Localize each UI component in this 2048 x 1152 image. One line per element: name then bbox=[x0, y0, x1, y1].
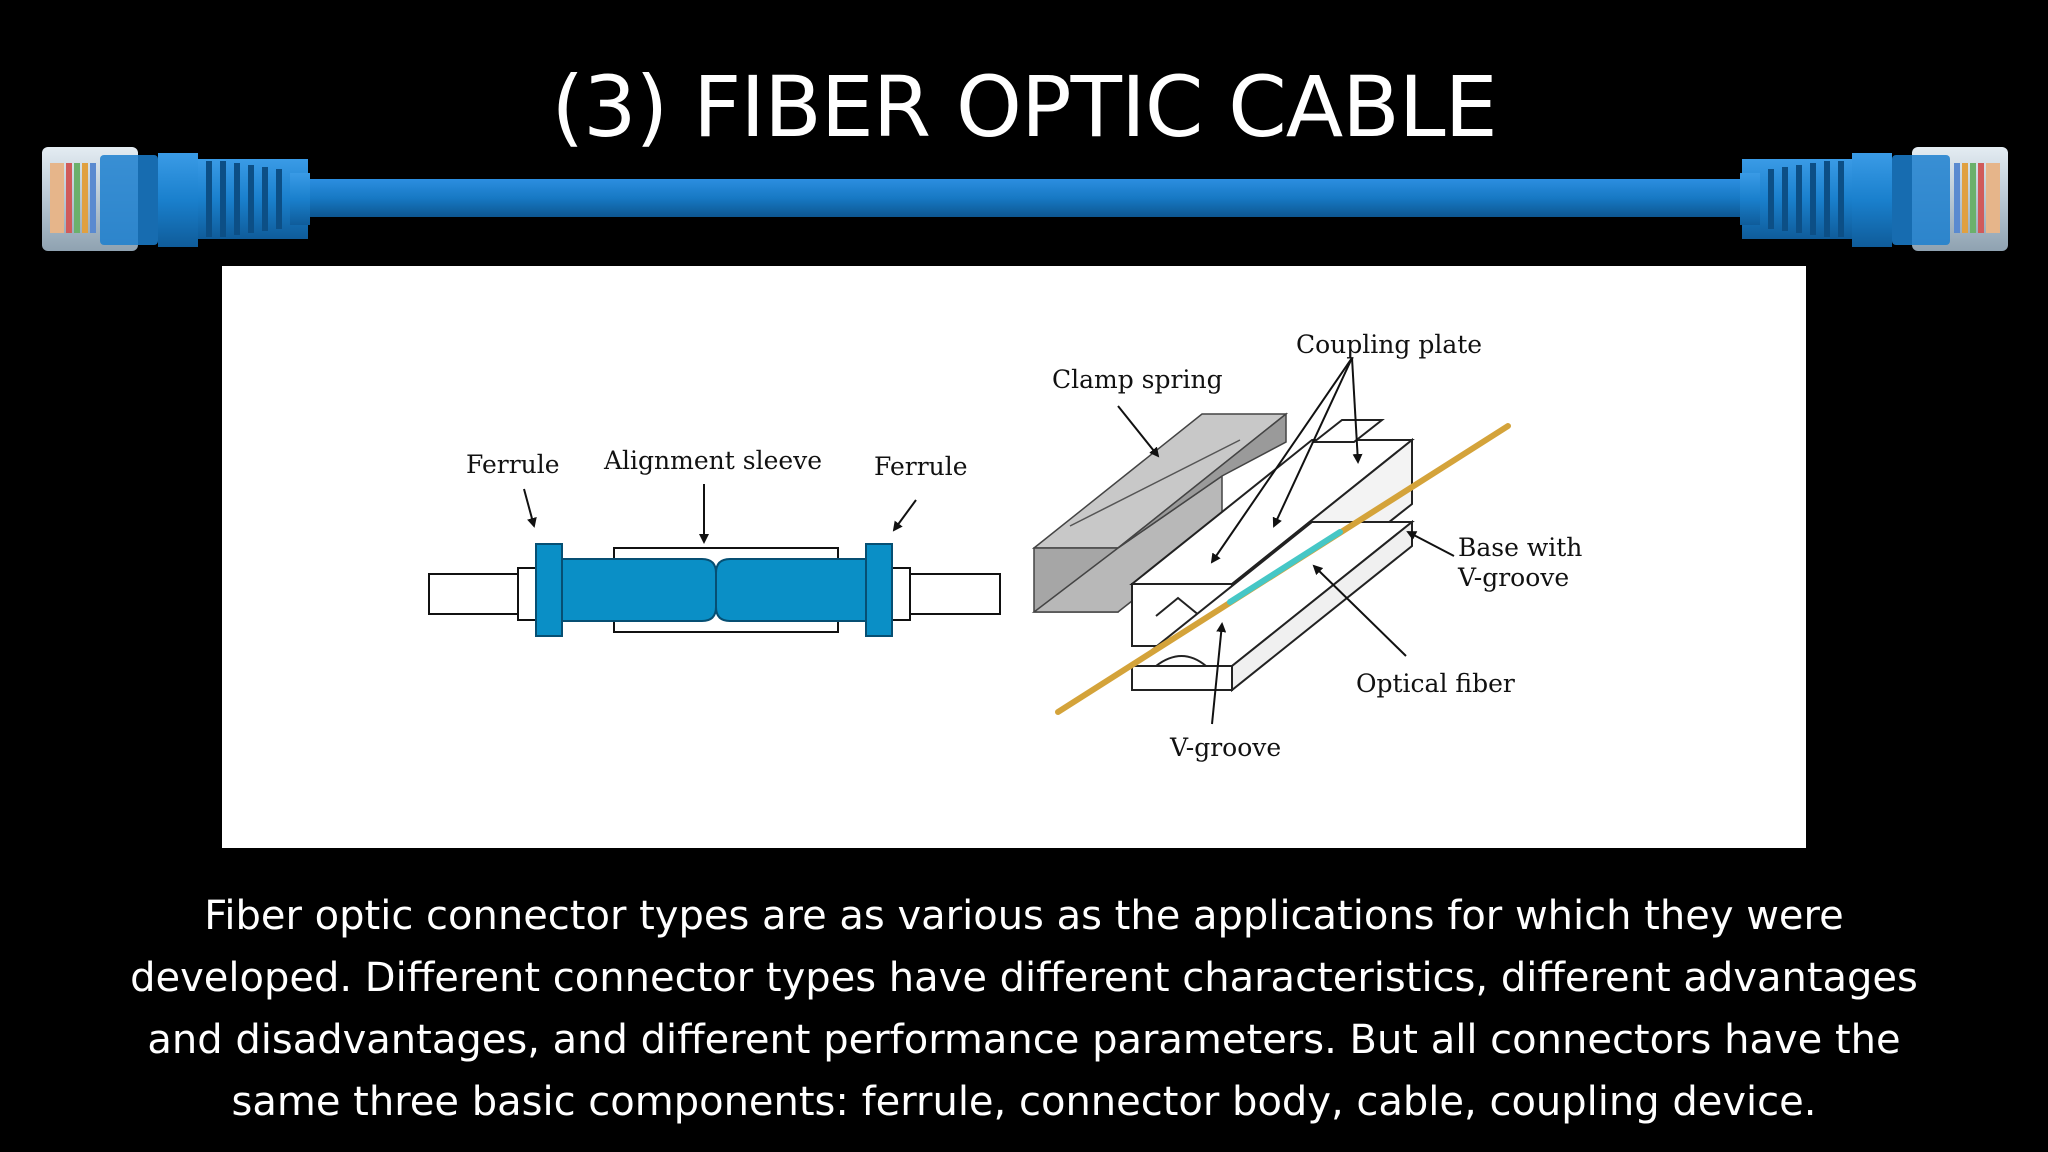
right-ferrule bbox=[865, 543, 893, 637]
slide-title: (3) FIBER OPTIC CABLE bbox=[551, 58, 1497, 156]
ethernet-cable-illustration bbox=[42, 147, 2008, 251]
left-ferrule bbox=[535, 543, 563, 637]
ferrule-connector-drawing bbox=[428, 484, 1001, 637]
v-groove-splice-drawing bbox=[1031, 357, 1511, 725]
label-v-groove: V-groove bbox=[1169, 733, 1281, 762]
slide-body-text: Fiber optic connector types are as vario… bbox=[130, 893, 1918, 1125]
right-rj45-plug bbox=[1740, 147, 2008, 251]
right-ferrule-body bbox=[715, 558, 867, 622]
connector-diagram-panel: Ferrule Alignment sleeve Ferrule bbox=[222, 266, 1806, 848]
label-base-line2: V-groove bbox=[1457, 563, 1569, 592]
label-alignment-sleeve: Alignment sleeve bbox=[603, 446, 822, 475]
label-ferrule-left: Ferrule bbox=[466, 450, 560, 479]
connector-diagram: Ferrule Alignment sleeve Ferrule bbox=[428, 330, 1582, 762]
cable-jacket bbox=[300, 179, 1750, 217]
label-base-line1: Base with bbox=[1458, 533, 1582, 562]
label-clamp-spring: Clamp spring bbox=[1052, 365, 1223, 394]
label-optical-fiber: Optical fiber bbox=[1356, 669, 1515, 698]
label-ferrule-right: Ferrule bbox=[874, 452, 968, 481]
left-rj45-plug bbox=[42, 147, 310, 251]
left-ferrule-body bbox=[561, 558, 717, 622]
label-coupling-plate: Coupling plate bbox=[1296, 330, 1482, 359]
